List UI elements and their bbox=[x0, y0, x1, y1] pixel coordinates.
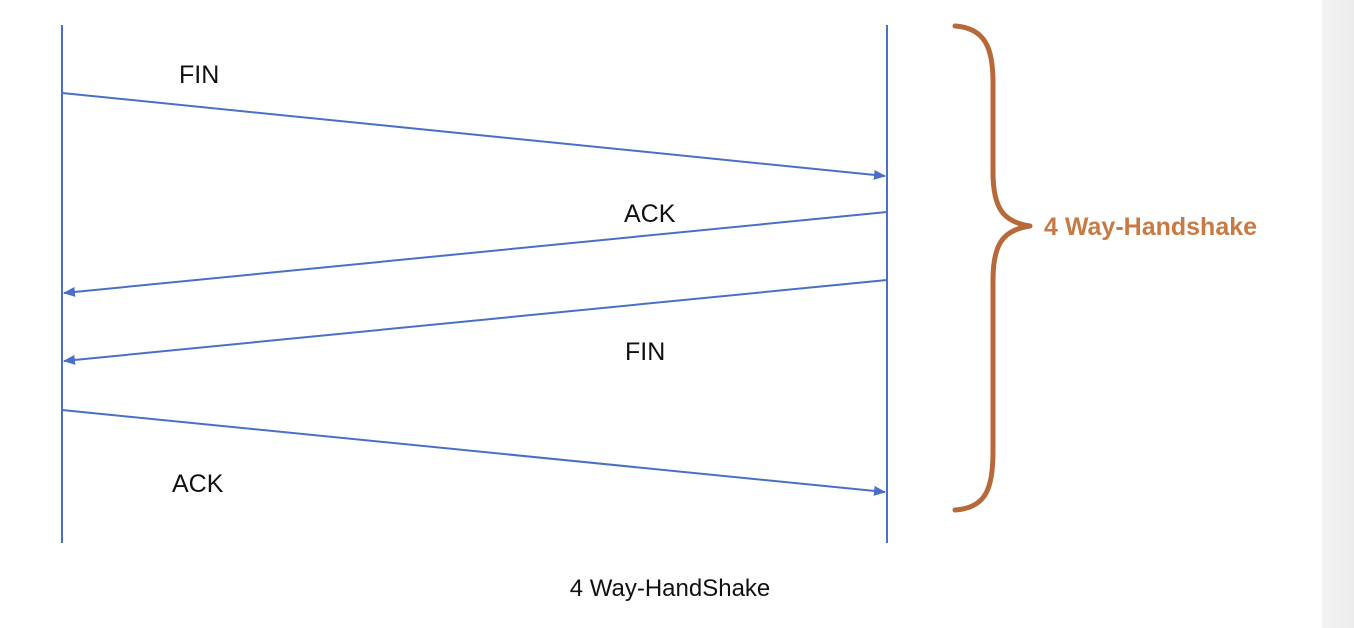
figure-caption: 4 Way-HandShake bbox=[569, 575, 771, 602]
message-label-fin-1: FIN bbox=[179, 61, 219, 89]
message-arrow-ack-2 bbox=[61, 409, 886, 496]
message-arrow-fin-1 bbox=[61, 92, 886, 180]
message-label-ack-1: ACK bbox=[624, 200, 676, 228]
message-label-fin-2: FIN bbox=[625, 338, 665, 366]
scrollbar-gutter bbox=[1322, 0, 1354, 628]
curly-brace bbox=[952, 23, 1033, 513]
message-label-ack-2: ACK bbox=[172, 470, 224, 498]
message-arrow-ack-1 bbox=[63, 211, 888, 297]
brace-label: 4 Way-Handshake bbox=[1044, 213, 1257, 241]
message-arrow-fin-2 bbox=[63, 279, 888, 365]
